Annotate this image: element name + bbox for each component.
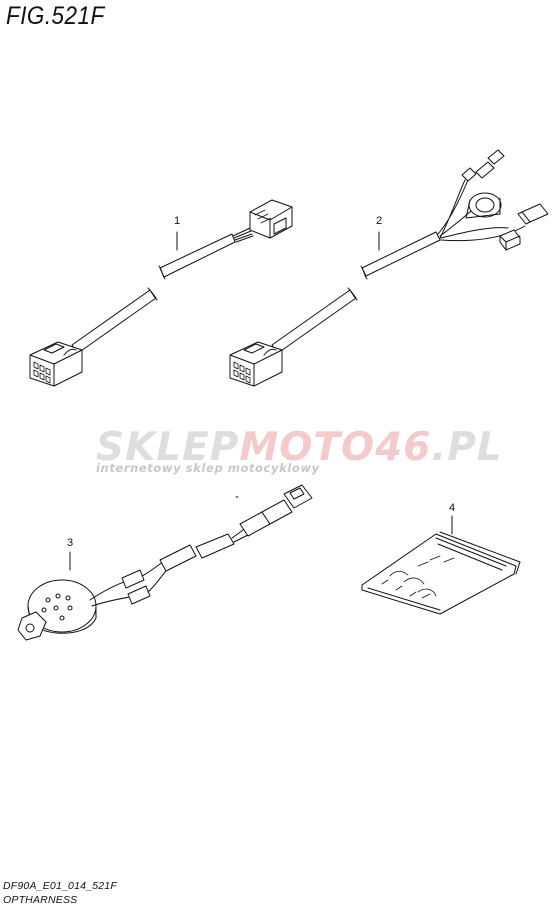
harness-2-round-plug	[465, 192, 502, 219]
callout-1: 1	[174, 215, 181, 227]
harness-2-upper-sleeve	[361, 231, 441, 277]
watermark-part-b: MOTO46	[239, 425, 432, 470]
sensor-sleeve-2	[195, 533, 235, 559]
watermark-tagline: internetowy sklep motocyklowy	[96, 461, 320, 475]
sensor-sleeve-1	[159, 544, 197, 572]
harness-2-small-connector	[499, 229, 521, 251]
part-1-harness[interactable]	[29, 199, 293, 387]
footer-name: OPTHARNESS	[3, 894, 78, 906]
harness-1-bottom-connector	[29, 341, 83, 387]
watermark-part-c: .PL	[431, 425, 503, 470]
harness-1-upper-sleeve	[159, 233, 236, 278]
harness-1-lower-sleeve	[71, 289, 157, 354]
watermark: SKLEPMOTO46.PL	[96, 425, 502, 470]
harness-2-bottom-connector	[229, 341, 283, 387]
watermark-part-a: SKLEP	[96, 425, 240, 470]
part-4-bag[interactable]	[361, 515, 521, 615]
harness-2-lower-sleeve	[271, 289, 357, 354]
sensor-connector	[239, 484, 313, 537]
part-3-sensor[interactable]	[17, 484, 313, 641]
figure-title: FIG.521F	[6, 2, 105, 30]
part-2-harness[interactable]	[229, 149, 549, 387]
harness-2-upper-terminals	[461, 149, 505, 182]
harness-2-branch-wires	[437, 174, 526, 242]
harness-1-wires	[232, 227, 254, 243]
callout-4: 4	[449, 502, 456, 514]
callout-3: 3	[67, 537, 74, 549]
harness-1-top-connector	[249, 199, 293, 239]
sensor-body	[17, 579, 97, 641]
harness-2-upper-sleeve-break	[360, 265, 368, 280]
harness-1-lower-sleeve-break	[147, 287, 158, 301]
sensor-lead-terminals	[121, 569, 151, 605]
footer-code: DF90A_E01_014_521F	[3, 880, 117, 892]
harness-2-side-connector	[517, 203, 549, 225]
harness-2-lower-sleeve-break	[347, 287, 358, 301]
harness-1-upper-sleeve-break	[158, 265, 166, 280]
bag-body	[361, 531, 521, 615]
callout-2: 2	[376, 215, 383, 227]
